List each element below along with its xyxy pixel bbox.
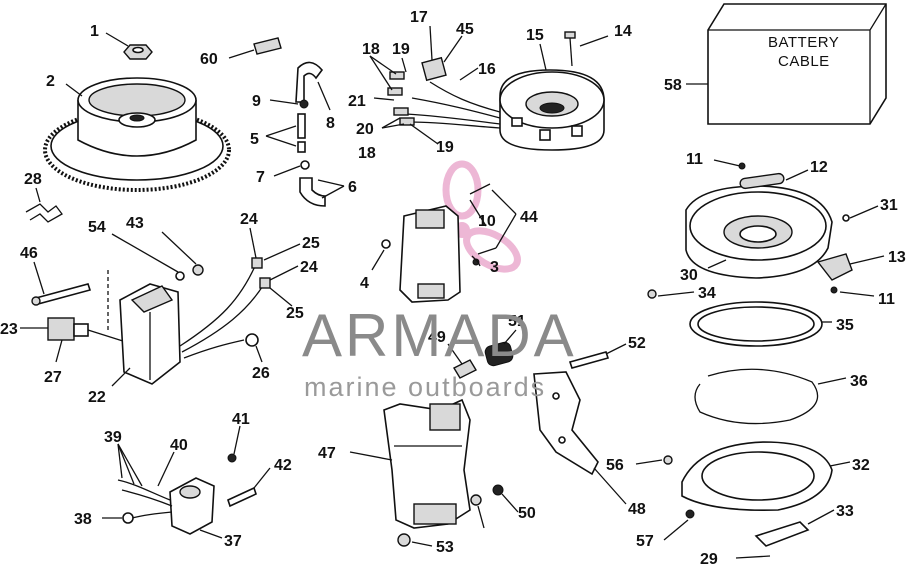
callout-27: 27: [44, 369, 62, 386]
callout-26: 26: [252, 365, 270, 382]
callout-36: 36: [850, 373, 868, 390]
callout-16: 16: [478, 61, 496, 78]
callout-8: 8: [326, 115, 335, 132]
callout-30: 30: [680, 267, 698, 284]
callout-7: 7: [256, 169, 265, 186]
part-timer-base-bracket: [371, 183, 517, 303]
callout-35: 35: [836, 317, 854, 334]
watermark-tagline: marine outboards: [304, 372, 546, 402]
callout-1: 1: [90, 23, 99, 40]
callout-38: 38: [74, 511, 92, 528]
callout-33: 33: [836, 503, 854, 520]
callout-25b: 25: [286, 305, 304, 322]
part-battery-cable-box: [686, 3, 887, 125]
part-clip: [25, 187, 63, 223]
part-power-pack: [111, 283, 181, 387]
callout-23: 23: [0, 321, 18, 338]
callout-10: 10: [478, 213, 496, 230]
callout-40: 40: [170, 437, 188, 454]
callout-54: 54: [88, 219, 106, 236]
callout-6: 6: [348, 179, 357, 196]
callout-17: 17: [410, 9, 428, 26]
callout-31: 31: [880, 197, 898, 214]
part-retainer-plate: [647, 289, 832, 347]
callout-18a: 18: [362, 41, 380, 58]
part-mounting-bracket: [349, 398, 519, 547]
callout-37: 37: [224, 533, 242, 550]
part-flywheel: [43, 77, 231, 192]
part-49-51-52: [447, 329, 627, 379]
callout-15: 15: [526, 27, 544, 44]
callout-56: 56: [606, 457, 624, 474]
callout-5: 5: [250, 131, 259, 148]
callout-labels: 1 2 3 4 5 6 7 8 9 10 11 11 12 13 14 15 1…: [0, 9, 906, 566]
callout-49: 49: [428, 329, 446, 346]
callout-32: 32: [852, 457, 870, 474]
callout-45: 45: [456, 21, 474, 38]
callout-44: 44: [520, 209, 538, 226]
callout-20: 20: [356, 121, 374, 138]
callout-46: 46: [20, 245, 38, 262]
callout-50: 50: [518, 505, 536, 522]
battery-box-line1: BATTERY: [768, 34, 839, 51]
part-timer-base: [685, 159, 885, 297]
callout-2: 2: [46, 73, 55, 90]
battery-box-line2: CABLE: [778, 53, 830, 70]
callout-28: 28: [24, 171, 42, 188]
callout-9: 9: [252, 93, 261, 110]
callout-58: 58: [664, 77, 682, 94]
callout-57: 57: [636, 533, 654, 550]
callout-11a: 11: [686, 151, 703, 168]
callout-34: 34: [698, 285, 716, 302]
callout-25a: 25: [302, 235, 320, 252]
part-sleeve: [228, 37, 282, 59]
callout-18b: 18: [358, 145, 376, 162]
callout-53: 53: [436, 539, 454, 556]
callout-60: 60: [200, 51, 218, 68]
callout-11b: 11: [878, 291, 895, 308]
callout-51: 51: [508, 313, 526, 330]
part-small-hardware: [471, 255, 479, 263]
callout-52: 52: [628, 335, 646, 352]
callout-19b: 19: [436, 139, 454, 156]
part-nut: [105, 32, 153, 60]
callout-41: 41: [232, 411, 250, 428]
part-bolt-and-plug: [20, 261, 127, 363]
callout-3: 3: [490, 259, 499, 276]
callout-4: 4: [360, 275, 369, 292]
callout-24a: 24: [240, 211, 258, 228]
callout-39: 39: [104, 429, 122, 446]
part-spark-plug-boots: [265, 61, 345, 207]
callout-42: 42: [274, 457, 292, 474]
callout-21: 21: [348, 93, 366, 110]
part-leads: [179, 227, 301, 363]
part-nuts-43-54: [111, 231, 204, 281]
part-stator: [369, 25, 605, 151]
part-mounting-ring: [635, 441, 851, 559]
callout-13: 13: [888, 249, 906, 266]
part-rectifier: [102, 425, 271, 539]
part-snap-ring: [694, 368, 847, 425]
callout-19a: 19: [392, 41, 410, 58]
callout-12: 12: [810, 159, 828, 176]
callout-48: 48: [628, 501, 646, 518]
callout-24b: 24: [300, 259, 318, 276]
callout-14: 14: [614, 23, 632, 40]
callout-43: 43: [126, 215, 144, 232]
part-screw: [564, 31, 609, 67]
part-shield-plate: [533, 371, 627, 505]
callout-47: 47: [318, 445, 336, 462]
watermark-brand: ARMADA: [302, 302, 577, 369]
callout-29: 29: [700, 551, 718, 566]
callout-22: 22: [88, 389, 106, 406]
